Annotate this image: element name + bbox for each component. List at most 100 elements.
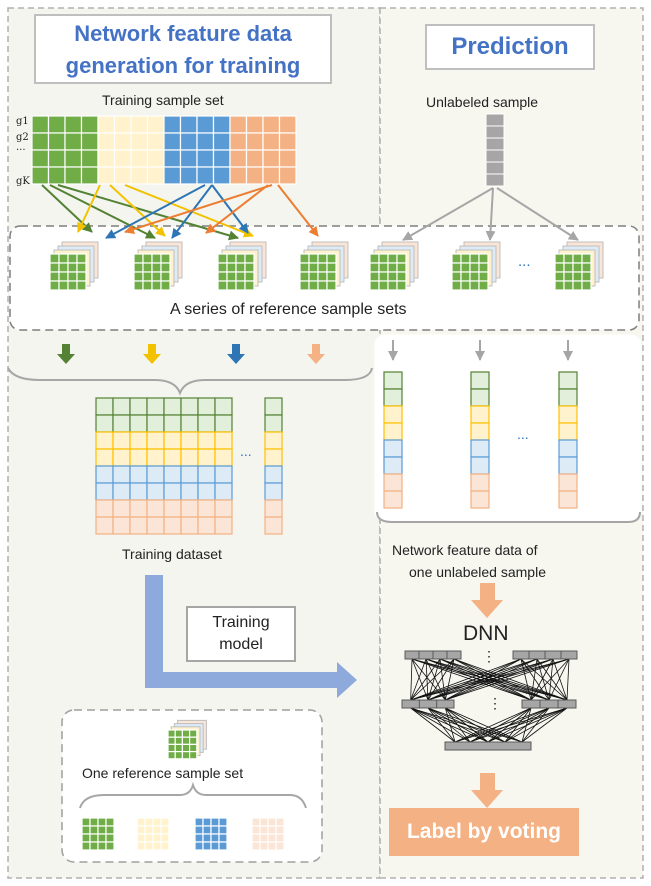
feature-cell [470, 439, 490, 458]
dnn-edge [552, 658, 568, 701]
feature-cell [383, 490, 403, 509]
training-cell [196, 115, 215, 134]
dataset-cell [112, 516, 131, 535]
reference-stack-cell [460, 280, 471, 291]
right-header-box: Prediction [425, 24, 595, 70]
training-cell [97, 166, 116, 185]
one-reference-grid-cell [194, 817, 204, 827]
dnn-label: DNN [463, 622, 509, 645]
sampling-arrow-gray [402, 187, 494, 241]
dataset-cell [197, 397, 216, 416]
dataset-cell [197, 414, 216, 433]
one-reference-grid-cell [81, 841, 91, 851]
reference-stack-cell [299, 253, 310, 264]
left-header-line2: generation for training [65, 53, 301, 78]
dataset-cell [163, 431, 182, 450]
training-cell [97, 115, 116, 134]
dataset-cell [129, 448, 148, 467]
dataset-cell [180, 482, 199, 501]
dataset-cell [197, 499, 216, 518]
training-cell [80, 132, 99, 151]
dataset-column-cell [264, 431, 283, 450]
reference-stack-cell [572, 262, 583, 273]
reference-stack-cell [563, 271, 574, 282]
reference-stack-cell [451, 280, 462, 291]
reference-stack-cell [378, 253, 389, 264]
one-reference-grid-cell [105, 817, 115, 827]
training-cell [196, 166, 215, 185]
feature-cell [383, 371, 403, 390]
gene-label-g1: g1 [16, 116, 29, 127]
reference-stack-cell [451, 262, 462, 273]
reference-stack-cell [369, 280, 380, 291]
training-cell [163, 166, 182, 185]
training-cell [163, 115, 182, 134]
reference-stack-cell [387, 271, 398, 282]
one-reference-grid-cell [144, 833, 154, 843]
reference-stack-cell [387, 253, 398, 264]
training-dataset-ellipsis: ... [240, 443, 252, 459]
sampling-arrow [77, 184, 101, 233]
feature-cell [383, 456, 403, 475]
reference-bracket [7, 367, 373, 396]
reference-stack-cell [58, 253, 69, 264]
training-cell [245, 149, 264, 168]
dataset-cell [95, 499, 114, 518]
training-cell [146, 149, 165, 168]
training-cell [130, 149, 149, 168]
one-reference-cell [181, 729, 191, 738]
unlabeled-sample-label: Unlabeled sample [426, 94, 539, 110]
gene-label-g2: g2 [16, 132, 29, 143]
one-reference-cell [174, 736, 183, 746]
reference-set-stacks [49, 241, 604, 291]
feature-cell [470, 371, 490, 390]
training-cell [146, 115, 165, 134]
one-reference-grid-cell [202, 825, 212, 835]
reference-stack-cell [451, 271, 462, 282]
network-feature-line1: Network feature data of [392, 542, 538, 558]
reference-stack-cell [217, 253, 228, 264]
dnn-edge [444, 707, 456, 743]
reference-stack-cell [572, 280, 583, 291]
dnn-edge [454, 707, 568, 743]
reference-stack-cell [133, 280, 144, 291]
training-cell [80, 149, 99, 168]
unlabeled-cell [485, 149, 505, 163]
dataset-column-cell [264, 516, 283, 535]
right-header-label: Prediction [451, 33, 569, 60]
reference-stack-cell [554, 271, 565, 282]
training-flow-arrow [145, 575, 357, 698]
dataset-cell [180, 431, 199, 450]
reference-stack-cell [378, 280, 389, 291]
reference-stack-cell [326, 280, 337, 291]
reference-stack-cell [563, 262, 574, 273]
one-reference-grid-cell [202, 841, 212, 851]
dataset-cell [129, 516, 148, 535]
reference-stack-cell [58, 262, 69, 273]
one-reference-grid-cell [152, 817, 162, 827]
one-reference-grid-cell [160, 825, 170, 835]
reference-stack-cell [396, 280, 407, 291]
dnn-edge [411, 658, 446, 701]
reference-stack-cell [317, 262, 328, 273]
dnn-edge [410, 707, 471, 743]
dataset-cell [146, 516, 165, 535]
reference-stack-cell [226, 253, 237, 264]
training-cell [179, 166, 198, 185]
reference-stack-cell [308, 271, 319, 282]
dataset-column-cell [264, 448, 283, 467]
network-feature-line2: one unlabeled sample [409, 564, 546, 580]
one-reference-grid-cell [194, 825, 204, 835]
dnn-edge [453, 658, 568, 701]
dataset-cell [214, 448, 233, 467]
reference-stack-cell [299, 271, 310, 282]
down-arrow [307, 344, 325, 364]
reference-stack-cell [67, 253, 78, 264]
reference-stack-cell [133, 262, 144, 273]
dnn-edge [410, 658, 538, 701]
dataset-cell [163, 465, 182, 484]
training-cell [113, 132, 132, 151]
unlabeled-cell [485, 113, 505, 127]
dataset-cell [112, 482, 131, 501]
dnn-edge [425, 658, 429, 701]
